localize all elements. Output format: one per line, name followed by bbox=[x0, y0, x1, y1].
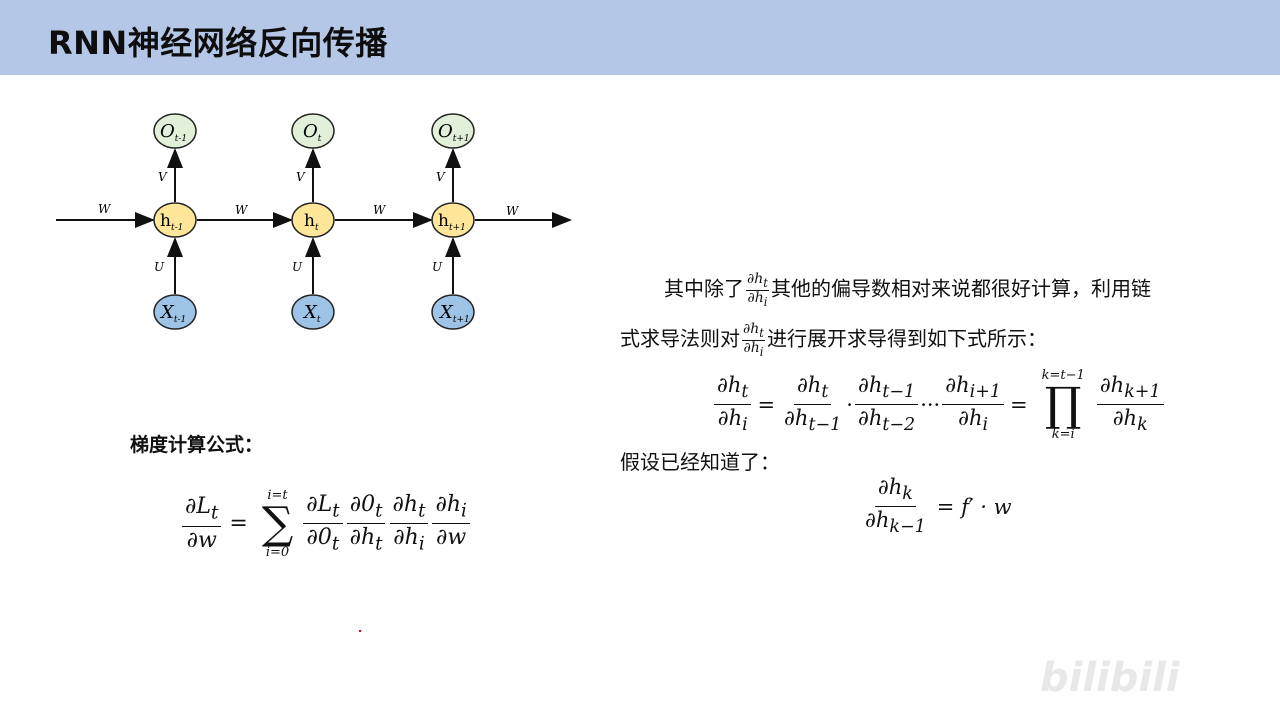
output-node-3-label: Ot+1 bbox=[438, 121, 470, 144]
product: k=t−1 ∏ k=i bbox=[1041, 368, 1085, 442]
w-label-3: W bbox=[506, 204, 520, 218]
input-node-3-label: Xt+1 bbox=[438, 302, 470, 325]
chain-term-4: ∂hi+1 ∂hi bbox=[942, 373, 1005, 436]
inline-fraction-1: ∂ht∂hi bbox=[746, 271, 769, 309]
w-label-2: W bbox=[373, 203, 387, 217]
rnn-diagram: W W W W V U Ot-1 ht-1 Xt-1 V U Ot ht Xt … bbox=[56, 113, 572, 330]
hidden-node-2 bbox=[291, 202, 335, 238]
chain-equals-2: = bbox=[1010, 392, 1028, 417]
chain-term-3: ∂ht−1 ∂ht−2 bbox=[854, 373, 919, 436]
gradient-formula-label: 梯度计算公式： bbox=[130, 434, 264, 456]
output-node-2-label: Ot bbox=[303, 121, 322, 144]
input-node-3 bbox=[431, 294, 475, 330]
red-dot bbox=[359, 630, 361, 632]
w-label-0: W bbox=[98, 202, 112, 216]
equals-sign: = bbox=[229, 511, 248, 537]
page-title: RNN神经网络反向传播 bbox=[48, 24, 388, 62]
term-3: ∂ht ∂hi bbox=[389, 492, 429, 555]
input-node-1-label: Xt-1 bbox=[159, 302, 186, 325]
hidden-node-3-label: ht+1 bbox=[438, 211, 466, 233]
assume-text: 假设已经知道了： bbox=[620, 450, 780, 474]
title-bar: RNN神经网络反向传播 bbox=[0, 0, 1280, 75]
input-node-2 bbox=[291, 294, 335, 330]
assumption-fraction: ∂hk ∂hk−1 bbox=[865, 475, 926, 538]
term-2: ∂0t ∂ht bbox=[346, 492, 386, 555]
u-label-1: U bbox=[154, 260, 165, 274]
chain-term-5: ∂hk+1 ∂hk bbox=[1096, 373, 1164, 436]
gradient-formula: ∂Lt ∂w = i=t ∑ i=0 ∂Lt ∂0t ∂0t ∂ht ∂ht ∂… bbox=[180, 488, 472, 560]
hidden-node-1 bbox=[153, 202, 197, 238]
w-label-1: W bbox=[235, 203, 249, 217]
lhs-fraction: ∂Lt ∂w bbox=[182, 494, 222, 553]
chain-term-2: ∂ht ∂ht−1 bbox=[784, 372, 842, 436]
watermark-logo: bilibili bbox=[1040, 655, 1180, 701]
input-node-2-label: Xt bbox=[302, 302, 321, 325]
chain-term-1: ∂ht ∂hi bbox=[714, 373, 752, 436]
hidden-node-3 bbox=[431, 202, 475, 238]
hidden-node-1-label: ht-1 bbox=[160, 211, 183, 233]
v-label-3: V bbox=[436, 170, 446, 184]
output-node-3 bbox=[431, 113, 475, 149]
u-label-2: U bbox=[292, 260, 303, 274]
output-node-1-label: Ot-1 bbox=[160, 121, 187, 144]
assumption-rhs: = f′ · w bbox=[936, 494, 1012, 519]
chain-rule-formula: ∂ht ∂hi = ∂ht ∂ht−1 · ∂ht−1 ∂ht−2 ··· ∂h… bbox=[712, 368, 1166, 442]
chain-cdot: · bbox=[846, 392, 853, 417]
assumption-formula: ∂hk ∂hk−1 = f′ · w bbox=[860, 475, 1012, 538]
term-4: ∂hi ∂w bbox=[432, 492, 470, 555]
term-1: ∂Lt ∂0t bbox=[303, 492, 343, 555]
v-label-1: V bbox=[158, 170, 168, 184]
v-label-2: V bbox=[296, 170, 306, 184]
chain-cdots: ··· bbox=[920, 392, 941, 417]
summation: i=t ∑ i=0 bbox=[261, 488, 294, 560]
inline-fraction-2: ∂ht∂hi bbox=[742, 321, 765, 359]
output-node-1 bbox=[153, 113, 197, 149]
u-label-3: U bbox=[432, 260, 443, 274]
output-node-2 bbox=[291, 113, 335, 149]
input-node-1 bbox=[153, 294, 197, 330]
chain-equals-1: = bbox=[757, 392, 776, 417]
hidden-node-2-label: ht bbox=[304, 211, 319, 233]
